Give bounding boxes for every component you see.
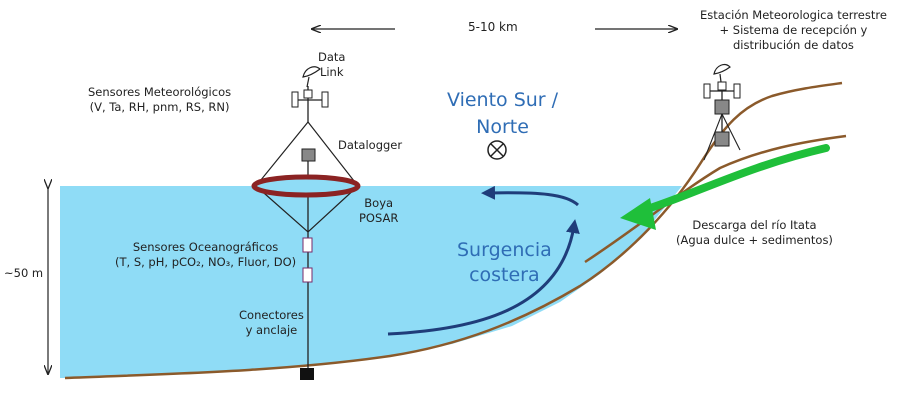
ocean-sensor-lower xyxy=(302,267,313,283)
depth-label: ~50 m xyxy=(4,266,44,280)
river-discharge-arrow xyxy=(640,144,830,214)
anchor-label: Conectores y anclaje xyxy=(239,308,304,338)
station-satellite-dish-icon xyxy=(713,64,731,83)
buoy-ring xyxy=(251,174,361,198)
met-sensors-label: Sensores Meteorológicos (V, Ta, RH, pnm,… xyxy=(88,85,232,115)
seabed-coastline xyxy=(64,81,843,380)
upwelling-arrow-surface xyxy=(481,185,580,207)
datalogger-label: Datalogger xyxy=(338,138,403,152)
river-arrow-head xyxy=(620,198,656,230)
anchor-block xyxy=(300,368,314,380)
upwelling-arrow-curve xyxy=(387,219,580,336)
river-discharge-label: Descarga del río Itata (Agua dulce + sed… xyxy=(676,218,833,248)
weather-station-label: Estación Meteorologica terrestre + Siste… xyxy=(700,8,887,53)
ocean-sensor-upper xyxy=(302,237,313,253)
upwelling-label: Surgencia costera xyxy=(457,239,552,286)
datalogger-box xyxy=(301,148,316,162)
ocean-sensors-label: Sensores Oceanográficos (T, S, pH, pCO₂,… xyxy=(115,240,297,270)
distance-label: 5-10 km xyxy=(468,20,518,34)
wind-label: Viento Sur / Norte xyxy=(447,89,559,138)
weather-station xyxy=(703,81,741,161)
buoy-label: Boya POSAR xyxy=(359,196,399,226)
sea-water xyxy=(60,186,682,378)
land-layer-line xyxy=(584,134,847,264)
data-link-label: Data Link xyxy=(318,50,346,80)
wind-direction-icon xyxy=(487,140,507,160)
satellite-dish-icon xyxy=(302,66,321,88)
